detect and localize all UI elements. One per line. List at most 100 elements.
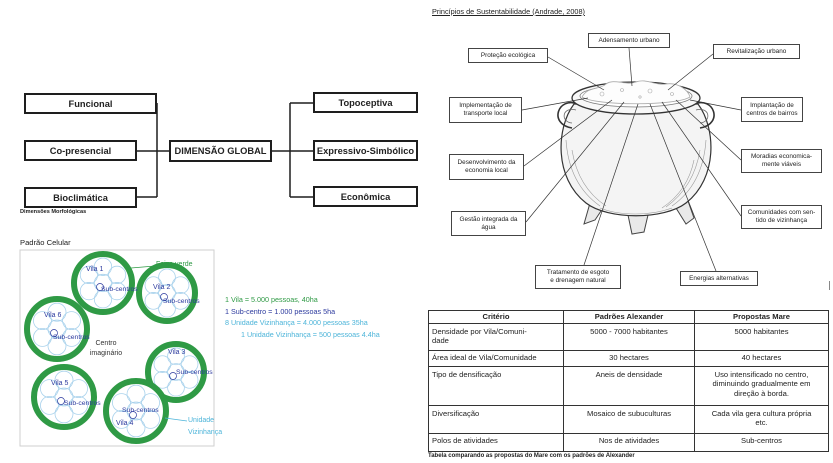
vila-fill bbox=[150, 346, 202, 398]
table-cell-criterio: Tipo de densificação bbox=[428, 366, 564, 406]
sub-centros-label: Sub-centros bbox=[176, 369, 213, 376]
table-cell-mare: 40 hectares bbox=[694, 350, 829, 367]
unidade-vizinhanca-circle bbox=[158, 268, 176, 287]
vila-1-label: Vila 1 bbox=[86, 266, 104, 273]
connector-centros bbox=[689, 99, 742, 111]
unidade-vizinhanca-circle bbox=[93, 257, 113, 276]
cauldron-illustration bbox=[557, 80, 715, 235]
vila-fill bbox=[76, 256, 130, 310]
faixa-verde-label: Faixa verde bbox=[156, 261, 193, 268]
unidade-vizinhanca-circle bbox=[141, 409, 160, 429]
sustentabilidade-connectors bbox=[521, 47, 742, 272]
header-padroes-alexander: Padrões Alexander bbox=[563, 310, 695, 324]
vila-fill bbox=[108, 383, 164, 439]
sub-centro-marker bbox=[169, 372, 177, 380]
box-funcional: Funcional bbox=[24, 93, 157, 114]
vila-fill bbox=[141, 267, 193, 319]
sub-centro-marker bbox=[96, 283, 104, 291]
table-cell-alexander: 5000 - 7000 habitantes bbox=[563, 323, 695, 351]
table-cell-criterio: Densidade por Vila/Comuni- dade bbox=[428, 323, 564, 351]
unidade-vizinhanca-circle bbox=[171, 276, 190, 294]
table-cell-mare: Uso intensificado no centro, diminuindo … bbox=[694, 366, 829, 406]
unidade-vizinhanca-circle bbox=[40, 379, 59, 399]
sub-centros-label: Sub-centros bbox=[163, 298, 200, 305]
vila-6-label: Vila 6 bbox=[44, 312, 62, 319]
connector-economia bbox=[523, 99, 613, 167]
connector-transporte bbox=[521, 97, 589, 111]
vila-2-label: Vila 2 bbox=[153, 284, 171, 291]
sub-centro-marker bbox=[50, 329, 58, 337]
vila-3-label: Vila 3 bbox=[168, 349, 186, 356]
unidade-vizinhanca-circle bbox=[47, 302, 67, 322]
label-economia-local: Desenvolvimento da economia local bbox=[449, 154, 524, 180]
header-criterio: Critério bbox=[428, 310, 564, 324]
vila-cell-6 bbox=[24, 296, 90, 362]
unidade-vizinhanca-circle bbox=[93, 290, 113, 309]
sub-centros-label: Sub-centros bbox=[53, 334, 90, 341]
connector-revitalizacao bbox=[667, 53, 714, 91]
box-bioclimatica: Bioclimática bbox=[24, 187, 137, 208]
cauldron-handle-right-inner bbox=[695, 108, 709, 124]
table-row: Polos de atividades Nos de atividades Su… bbox=[428, 433, 829, 452]
celular-frame bbox=[19, 249, 215, 447]
unidade-vizinhanca-circle bbox=[69, 395, 88, 415]
unidade-vizinhanca-circle bbox=[153, 371, 172, 389]
legend-vila: 1 Vila = 5.000 pessoas, 40ha bbox=[225, 295, 318, 304]
faixa-verde-ring bbox=[103, 378, 169, 444]
unidade-vizinhanca-circle bbox=[93, 273, 113, 293]
connector-comunidades bbox=[661, 101, 742, 217]
connector-tratamento bbox=[583, 103, 639, 266]
unidade-vizinhanca-circle bbox=[141, 393, 160, 413]
faixa-verde-pointer bbox=[130, 265, 156, 269]
unidade-vizinhanca-circle bbox=[126, 418, 146, 438]
box-dimensao-global: DIMENSÃO GLOBAL bbox=[169, 140, 272, 162]
legend-unidade-vizinhanca: 1 Unidade Vizinhança = 500 pessoas 4.4ha bbox=[241, 330, 380, 339]
unidade-vizinhanca-circle bbox=[54, 387, 74, 407]
cauldron-shading bbox=[565, 139, 707, 215]
unidade-vizinhanca-circle bbox=[62, 327, 81, 347]
unidade-vizinhanca-circle bbox=[112, 409, 131, 429]
unidade-vizinhanca-label: Unidade Vizinhança bbox=[188, 417, 223, 436]
table-cell-alexander: Nos de atividades bbox=[563, 433, 695, 452]
box-economica: Econômica bbox=[313, 186, 418, 207]
label-revitalizacao-urbano: Revitalização urbano bbox=[713, 44, 800, 59]
unidade-vizinhanca-circle bbox=[62, 311, 81, 331]
unidade-vizinhanca-circle bbox=[69, 379, 88, 399]
box-expressivo-simbolico: Expressivo-Simbólico bbox=[313, 140, 418, 161]
dimensoes-caption: Dimensões Morfológicas bbox=[20, 209, 87, 215]
unidade-vizinhanca-circle bbox=[167, 378, 185, 397]
vila-fill bbox=[36, 369, 92, 425]
unidade-vizinhanca-circle bbox=[126, 401, 146, 421]
faixa-verde-ring bbox=[31, 364, 97, 430]
unidade-vizinhanca-circle bbox=[107, 265, 127, 284]
unidade-vizinhanca-circle bbox=[79, 282, 99, 301]
label-moradias: Moradias economica- mente viáveis bbox=[741, 149, 822, 173]
unidade-vizinhanca-circle bbox=[158, 299, 176, 318]
vila-cell-5 bbox=[31, 364, 97, 430]
unidade-vizinhanca-circle bbox=[180, 371, 199, 389]
label-protecao-ecologica: Proteção ecológica bbox=[468, 48, 548, 63]
cauldron-leg-front bbox=[627, 214, 649, 235]
unidade-vizinhanca-circle bbox=[167, 363, 185, 381]
connector-protecao bbox=[547, 56, 605, 91]
cauldron-handle-right bbox=[693, 101, 715, 129]
vila-fill bbox=[29, 301, 85, 357]
label-adensamento-urbano: Adensamento urbano bbox=[588, 33, 670, 48]
vila-cell-1 bbox=[71, 251, 135, 315]
faixa-verde-ring bbox=[136, 262, 198, 324]
unidade-vizinhanca-circle bbox=[144, 276, 163, 294]
table-cell-mare: Cada vila gera cultura própria etc. bbox=[694, 405, 829, 434]
faixa-verde-ring bbox=[24, 296, 90, 362]
label-centros-de-bairros: Implantação de centros de bairros bbox=[741, 97, 803, 122]
faixa-verde-ring bbox=[71, 251, 135, 315]
table-cell-criterio: Área ideal de Vila/Comunidade bbox=[428, 350, 564, 367]
connector-adensamento bbox=[628, 47, 633, 87]
table-cell-mare: Sub-centros bbox=[694, 433, 829, 452]
sub-centro-marker bbox=[160, 293, 168, 301]
sub-centros-label: Sub-centros bbox=[64, 400, 101, 407]
cauldron-bubbles bbox=[599, 88, 674, 99]
unidade-vizinhanca-circle bbox=[40, 395, 59, 415]
comparison-table: Critério Padrões Alexander Propostas Mar… bbox=[428, 310, 829, 452]
table-row: Tipo de densificação Aneis de densidade … bbox=[428, 366, 829, 406]
